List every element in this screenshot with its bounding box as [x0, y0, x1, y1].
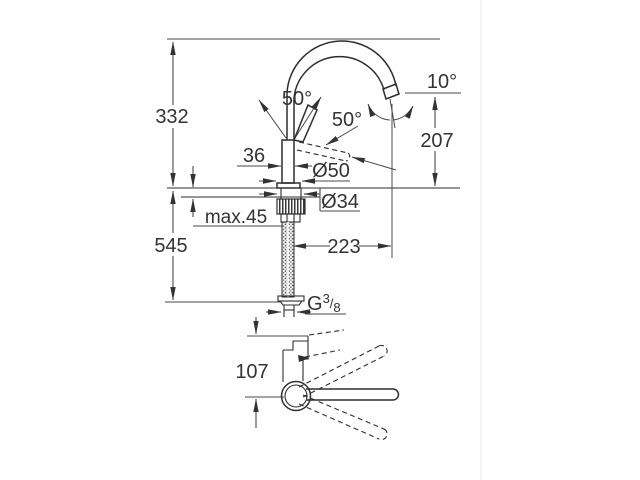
plan-body-outer	[280, 380, 312, 412]
aerator-outlet	[382, 83, 400, 100]
spout-inner-arc	[293, 55, 385, 99]
hex-adapter	[280, 213, 301, 223]
dim-d50-label: Ø50	[312, 160, 350, 182]
dim-50deg-lift-label: 50°	[282, 88, 312, 110]
dim-thread-label: G3/8	[307, 291, 341, 315]
dim-10deg-label: 10°	[427, 71, 457, 93]
thread-denominator: 8	[333, 300, 340, 315]
spout-direction-marker	[298, 355, 310, 362]
thread-numerator: 3	[323, 291, 330, 306]
mounting-nut	[276, 198, 306, 215]
lever-raised	[292, 103, 318, 143]
plan-handle-up-dashed	[298, 344, 388, 398]
reference-lines	[165, 38, 461, 398]
lever-lowered-dashed	[296, 141, 351, 162]
faucet-plan-view	[280, 329, 400, 441]
dim-223-label: 223	[327, 236, 360, 258]
dim-332-label: 332	[155, 106, 188, 128]
dimension-lines	[170, 41, 438, 428]
dim-max45-label: max.45	[205, 207, 267, 228]
thread-g: G	[307, 293, 323, 315]
plan-body-inner	[284, 384, 308, 408]
plan-handle-down-dashed	[298, 394, 388, 441]
dim-50deg-open-label: 50°	[332, 109, 362, 131]
faucet-elevation	[276, 40, 400, 317]
plan-handle-center	[306, 388, 400, 401]
base-flange	[276, 182, 301, 189]
thread-slash: /	[330, 296, 334, 311]
dimension-labels: 332 545 36 Ø50 Ø34 max.45 223 207 10° 50…	[154, 71, 457, 383]
dim-d34-label: Ø34	[321, 191, 359, 213]
spout-outer-arc	[286, 40, 397, 94]
dim-207-label: 207	[420, 130, 453, 152]
dim-107-label: 107	[235, 361, 268, 383]
faucet-body	[281, 139, 295, 184]
dim-36-label: 36	[243, 145, 265, 167]
dim-545-label: 545	[154, 235, 187, 257]
